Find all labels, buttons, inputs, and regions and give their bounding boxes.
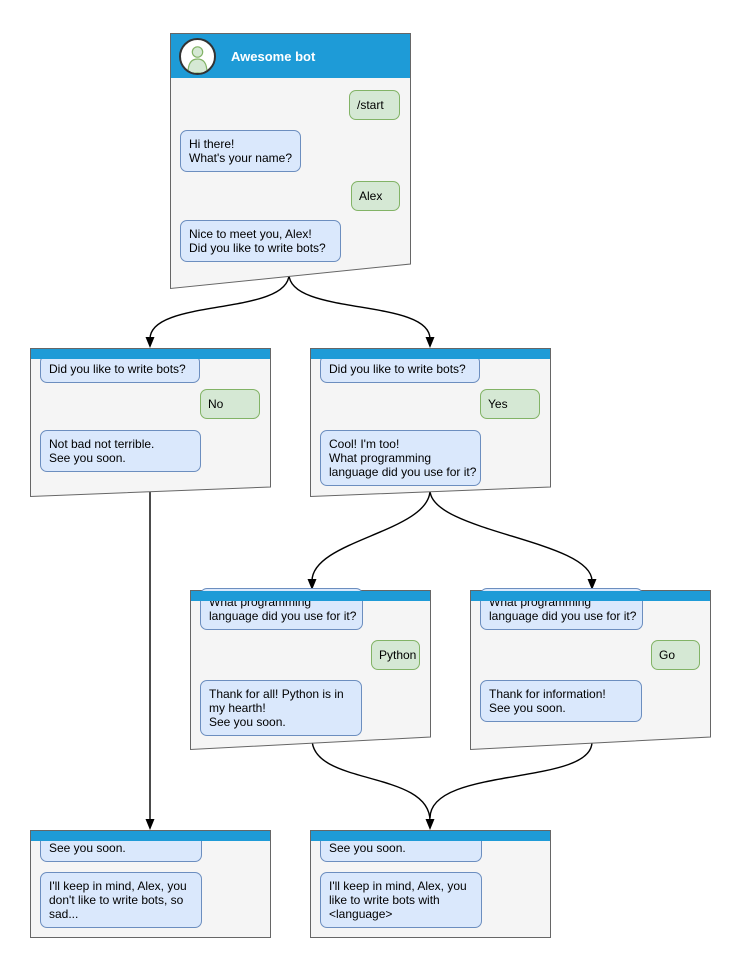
chat-window-root: Awesome bot /start Hi there! What's your… bbox=[170, 33, 411, 290]
arrowhead bbox=[425, 337, 435, 348]
bot-message: Hi there! What's your name? bbox=[180, 130, 301, 172]
bot-message: Nice to meet you, Alex! Did you like to … bbox=[180, 220, 341, 262]
user-message: No bbox=[200, 389, 260, 419]
bot-title: Awesome bot bbox=[231, 48, 316, 64]
bot-message: Did you like to write bots? bbox=[40, 355, 200, 383]
arrowhead bbox=[145, 337, 155, 348]
person-icon bbox=[187, 45, 208, 73]
user-message: Alex bbox=[351, 181, 400, 211]
chat-header-strip bbox=[311, 831, 550, 841]
user-message: Python bbox=[371, 640, 420, 670]
user-message: Go bbox=[651, 640, 700, 670]
arrow-python-to-end bbox=[311, 738, 431, 822]
bot-message: Thank for all! Python is in my hearth! S… bbox=[200, 680, 362, 736]
chat-window-branch-yes: Did you like to write bots? Yes Cool! I'… bbox=[310, 348, 551, 498]
chat-window-end-no: See you soon. I'll keep in mind, Alex, y… bbox=[30, 830, 271, 938]
chat-header: Awesome bot bbox=[171, 34, 410, 78]
chat-window-branch-go: What programming language did you use fo… bbox=[470, 588, 711, 751]
chat-header-strip bbox=[31, 349, 270, 359]
chat-header-strip bbox=[31, 831, 270, 841]
chat-window-end-language: See you soon. I'll keep in mind, Alex, y… bbox=[310, 830, 551, 938]
bot-message: Not bad not terrible. See you soon. bbox=[40, 430, 201, 472]
user-message: /start bbox=[349, 90, 400, 120]
arrow-yes-to-go bbox=[429, 489, 593, 582]
arrowhead bbox=[145, 819, 155, 830]
arrowhead bbox=[425, 819, 435, 830]
bot-message: Cool! I'm too! What programming language… bbox=[320, 430, 481, 486]
chat-header-strip bbox=[191, 591, 430, 601]
arrow-yes-to-python bbox=[311, 489, 431, 582]
avatar bbox=[179, 37, 216, 75]
chat-window-branch-no: Did you like to write bots? No Not bad n… bbox=[30, 348, 271, 498]
bot-message: Did you like to write bots? bbox=[320, 355, 480, 383]
user-message: Yes bbox=[480, 389, 540, 419]
chat-header-strip bbox=[471, 591, 710, 601]
bot-message: I'll keep in mind, Alex, you don't like … bbox=[40, 872, 202, 928]
bot-message: I'll keep in mind, Alex, you like to wri… bbox=[320, 872, 482, 928]
chat-header-strip bbox=[311, 349, 550, 359]
bot-message: Thank for information! See you soon. bbox=[480, 680, 642, 722]
arrow-go-to-end bbox=[429, 741, 593, 819]
chat-window-branch-python: What programming language did you use fo… bbox=[190, 588, 431, 751]
